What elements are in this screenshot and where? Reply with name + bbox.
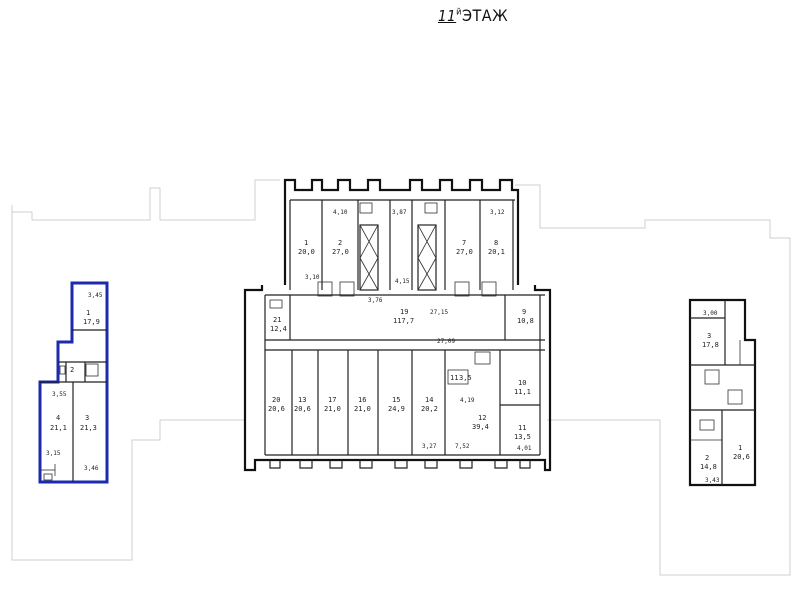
room-area: 3,5	[459, 374, 472, 382]
dimension-label: 3,10	[305, 274, 320, 281]
room-area: 20,1	[488, 248, 505, 256]
dimension-label: 27,09	[437, 338, 455, 345]
dimension-label: 3,00	[703, 310, 718, 317]
room-label: 17	[328, 396, 336, 404]
room-label: 3	[85, 414, 89, 422]
dimension-label: 3,43	[705, 477, 720, 484]
room-label: 4	[56, 414, 60, 422]
right-section-wall	[688, 298, 757, 487]
room-area: 20,0	[298, 248, 315, 256]
room-area: 24,9	[388, 405, 405, 413]
dimension-label: 3,55	[52, 391, 67, 398]
left-section	[38, 281, 109, 484]
room-area: 20,6	[733, 453, 750, 461]
room-label: 2	[338, 239, 342, 247]
room-label: 2	[705, 454, 709, 462]
room-area: 39,4	[472, 423, 489, 431]
dimension-label: 7,52	[455, 443, 470, 450]
room-area: 17,8	[702, 341, 719, 349]
room-label: 12	[478, 414, 486, 422]
room-area: 27,0	[332, 248, 349, 256]
room-label: 11	[450, 374, 458, 382]
room-label: 3	[707, 332, 711, 340]
dimension-label: 3,15	[46, 450, 61, 457]
room-label: 19	[400, 308, 408, 316]
room-label: 9	[522, 308, 526, 316]
floor-number: 11	[438, 7, 457, 25]
room-area: 21,0	[324, 405, 341, 413]
room-label: 8	[494, 239, 498, 247]
center-section	[243, 178, 552, 472]
floor-suffix: й	[456, 7, 462, 18]
room-label: 14	[425, 396, 433, 404]
center-top-wing-wall	[283, 178, 520, 285]
room-area: 21,0	[354, 405, 371, 413]
room-label: 1	[304, 239, 308, 247]
room-area: 10,8	[517, 317, 534, 325]
room-area: 21,3	[80, 424, 97, 432]
room-label: 20	[272, 396, 280, 404]
room-label: 1	[86, 309, 90, 317]
room-label: 13	[298, 396, 306, 404]
center-middle-wall	[243, 285, 552, 472]
room-label: 2	[70, 366, 74, 374]
dimension-label: 3,45	[88, 292, 103, 299]
dimension-label: 27,15	[430, 309, 448, 316]
room-label: 7	[462, 239, 466, 247]
room-area: 27,0	[456, 248, 473, 256]
room-area: 20,6	[294, 405, 311, 413]
room-area: 17,9	[83, 318, 100, 326]
dimension-label: 4,15	[395, 278, 410, 285]
dimension-label: 3,87	[392, 209, 407, 216]
room-area: 20,2	[421, 405, 438, 413]
floor-title: 11йЭТАЖ	[438, 6, 508, 25]
dimension-label: 3,76	[368, 297, 383, 304]
dimension-label: 4,19	[460, 397, 475, 404]
dimension-label: 3,12	[490, 209, 505, 216]
room-area: 12,4	[270, 325, 287, 333]
room-area: 11,1	[514, 388, 531, 396]
dimension-label: 3,27	[422, 443, 437, 450]
room-area: 20,6	[268, 405, 285, 413]
room-label: 1	[738, 444, 742, 452]
building-outline	[11, 179, 791, 576]
room-label: 21	[273, 316, 281, 324]
floor-word: ЭТАЖ	[461, 6, 509, 25]
room-label: 10	[518, 379, 526, 387]
dimension-label: 4,10	[333, 209, 348, 216]
room-label: 15	[392, 396, 400, 404]
room-area: 13,5	[514, 433, 531, 441]
room-area: 21,1	[50, 424, 67, 432]
room-label: 16	[358, 396, 366, 404]
room-label: 11	[518, 424, 526, 432]
dimension-label: 4,01	[517, 445, 532, 452]
right-section	[688, 298, 757, 487]
dimension-label: 3,46	[84, 465, 99, 472]
room-area: 14,8	[700, 463, 717, 471]
room-area: 117,7	[393, 317, 414, 325]
